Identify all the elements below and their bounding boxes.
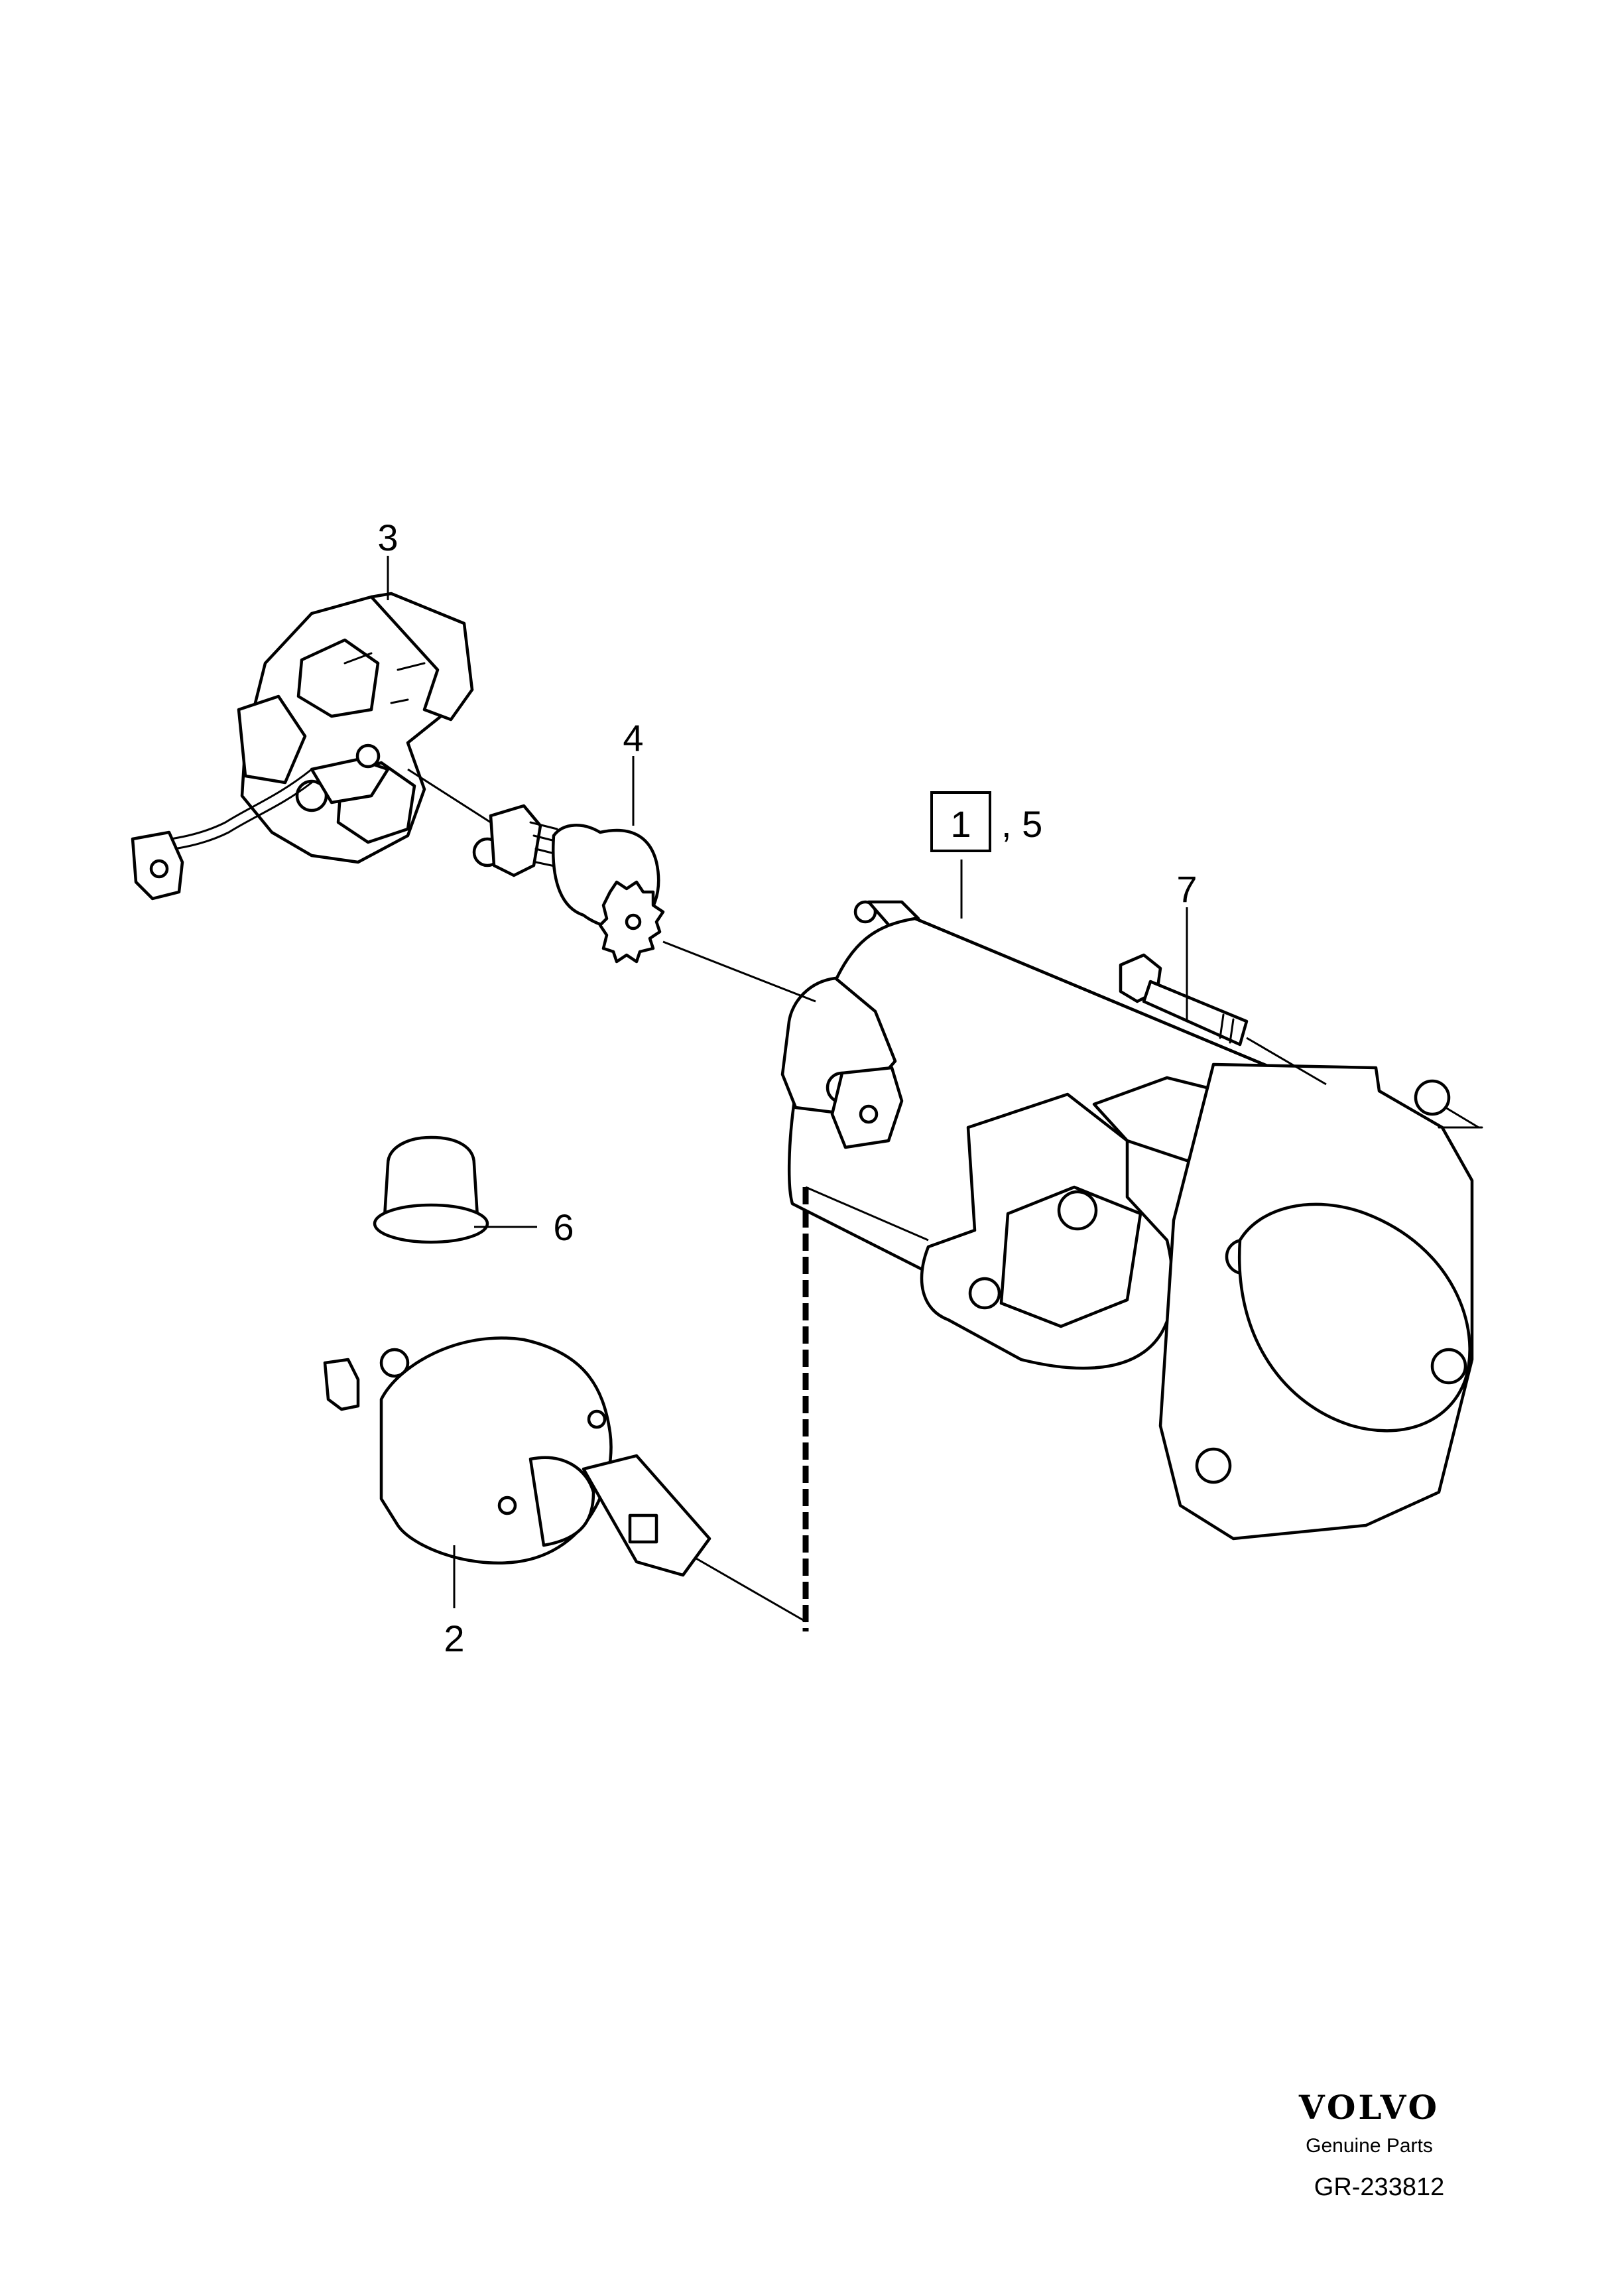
volvo-logo: VOLVO (1298, 2088, 1440, 2127)
solenoid-part-2[interactable] (323, 1336, 711, 1577)
leader-lines (387, 556, 1479, 1631)
bolt-part-7[interactable] (1119, 953, 1249, 1047)
brand-tagline: Genuine Parts (1306, 2135, 1433, 2157)
callout-7: 7 (1176, 868, 1197, 910)
brush-holder-part-3[interactable] (131, 592, 474, 901)
callout-5: , 5 (1001, 803, 1042, 845)
callout-1: 1 (950, 803, 971, 845)
callout-box-1 (930, 791, 991, 852)
starter-motor-part-1[interactable] (780, 900, 1483, 1541)
callout-2: 2 (444, 1618, 464, 1659)
cap-part-6[interactable] (373, 1135, 489, 1244)
callout-3: 3 (377, 517, 398, 558)
drawing-reference: GR-233812 (1314, 2173, 1444, 2201)
callout-6: 6 (553, 1206, 574, 1248)
brand-block: VOLVO Genuine Parts GR-233812 (1298, 2088, 1444, 2201)
drive-pinion-part-4[interactable] (472, 804, 665, 964)
callout-labels: 1 , 5 3 4 7 6 2 (377, 517, 1197, 1659)
callout-4: 4 (623, 717, 643, 759)
